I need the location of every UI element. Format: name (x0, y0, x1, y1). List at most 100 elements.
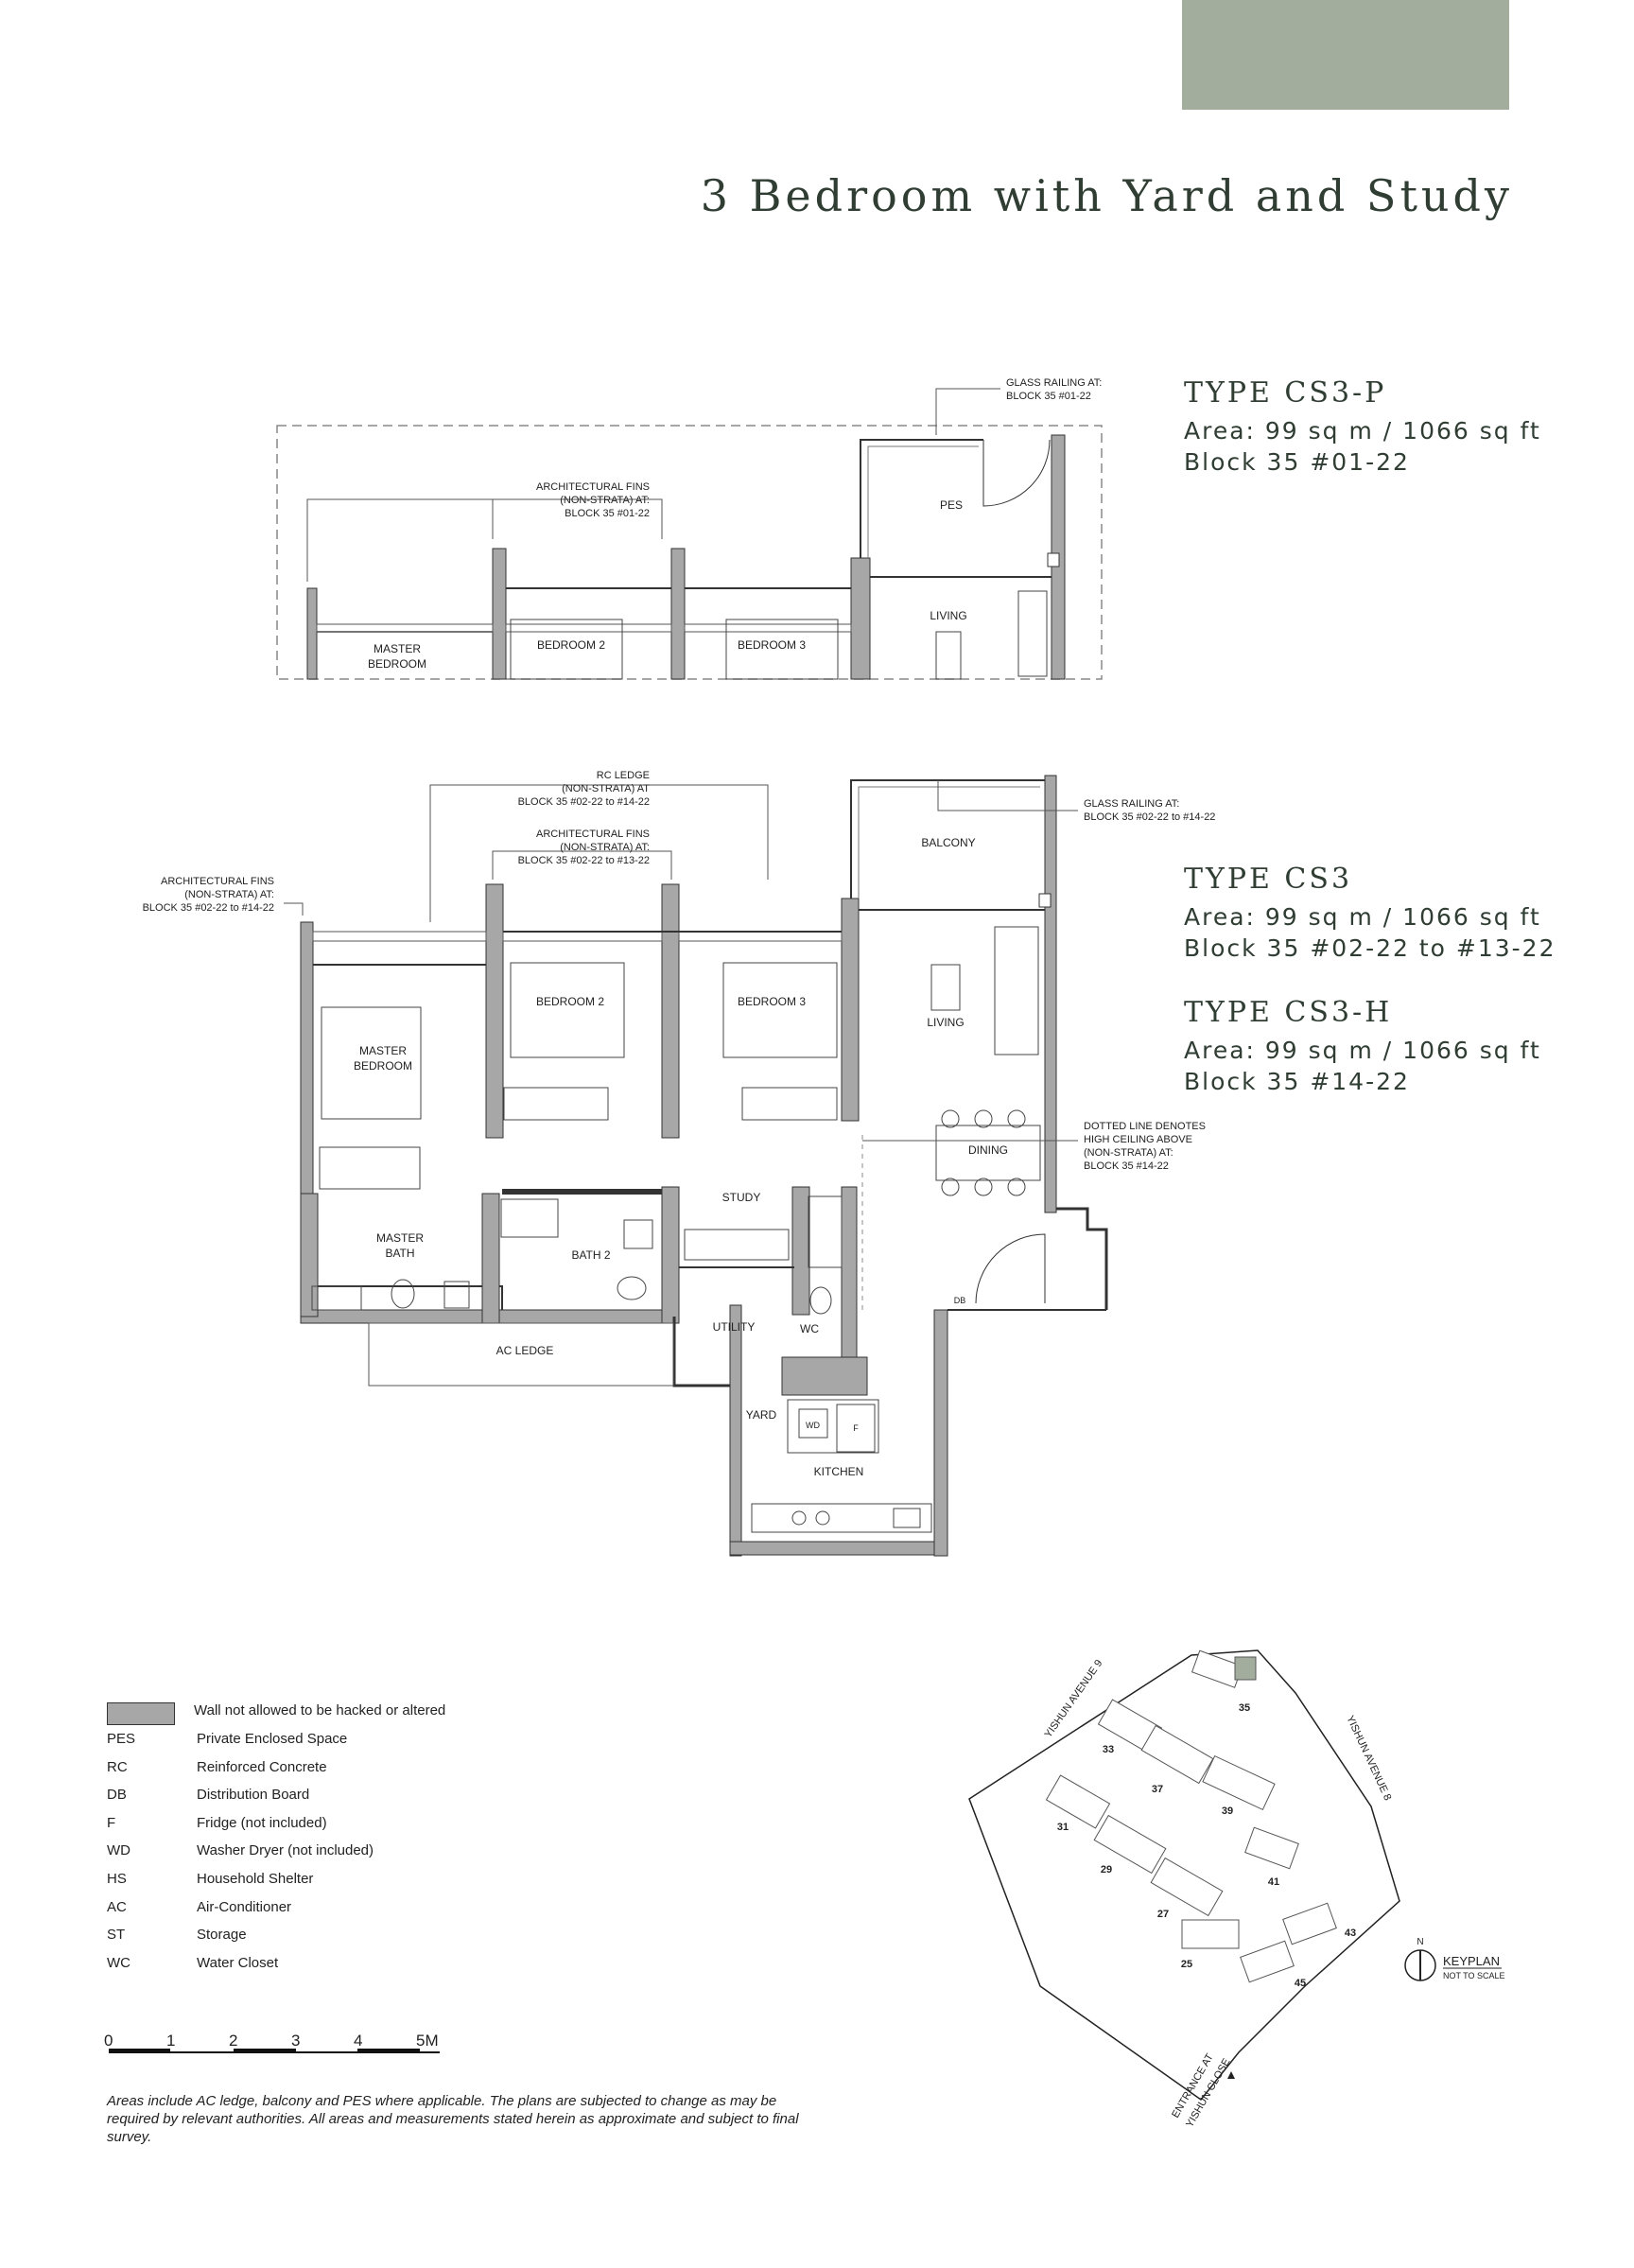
room-label-bath2: BATH 2 (571, 1248, 610, 1262)
legend-abbr: ST (107, 1927, 126, 1944)
note-arch-fins: BLOCK 35 #02-22 to #13-22 (518, 855, 650, 866)
chair (974, 1109, 993, 1128)
wall-grey (670, 548, 686, 680)
scale-label: 0 (104, 2032, 113, 2050)
room-label-master: MASTER (359, 1044, 407, 1057)
column-marker (1047, 552, 1060, 567)
bed (321, 1006, 422, 1120)
window-ledge (316, 623, 494, 633)
note-glass-railing: GLASS RAILING AT: (1006, 377, 1102, 389)
site-boundary (968, 1649, 1400, 2102)
ac-ledge-outline (368, 1322, 674, 1387)
block-label: 29 (1101, 1864, 1112, 1875)
legend-desc: Private Enclosed Space (197, 1731, 348, 1747)
room-label-wc: WC (800, 1322, 819, 1335)
note-rc-ledge: BLOCK 35 #02-22 to #14-22 (518, 796, 650, 808)
wall-grey (306, 587, 318, 680)
note-rc-ledge: (NON-STRATA) AT (562, 783, 650, 794)
label-db: DB (954, 1296, 966, 1305)
stove (791, 1510, 807, 1526)
entrance-arrow (1227, 2071, 1235, 2079)
wall-grey (492, 548, 507, 680)
room-label-balcony: BALCONY (921, 836, 975, 849)
type-area: Area: 99 sq m / 1066 sq ft (1184, 903, 1541, 931)
note-arch-fins-left: ARCHITECTURAL FINS (161, 876, 274, 887)
chair (974, 1178, 993, 1196)
room-label-living: LIVING (930, 609, 966, 622)
toilet (809, 1286, 832, 1315)
legend-abbr: F (107, 1814, 116, 1831)
type-cs3-p-info: TYPE CS3-P Area: 99 sq m / 1066 sq ft Bl… (1184, 376, 1541, 478)
road-label-ave8: YISHUN AVENUE 8 (1344, 1714, 1393, 1803)
room-label-utility: UTILITY (713, 1320, 756, 1334)
room-label-master: BEDROOM (354, 1059, 412, 1073)
wall-grey (729, 1541, 947, 1556)
block-label: 27 (1157, 1909, 1169, 1920)
block-45 (1240, 1940, 1295, 1983)
type-cs3-info: TYPE CS3 Area: 99 sq m / 1066 sq ft Bloc… (1184, 863, 1556, 964)
note-rc-ledge: RC LEDGE (597, 770, 650, 781)
shower (500, 1198, 559, 1238)
legend-swatch-wall (107, 1702, 175, 1725)
note-dotted-line: DOTTED LINE DENOTES (1084, 1121, 1206, 1132)
highlighted-unit (1234, 1656, 1257, 1681)
legend-desc: Air-Conditioner (197, 1898, 292, 1915)
legend-desc: Fridge (not included) (197, 1814, 327, 1831)
wall-line (1056, 1207, 1108, 1310)
wall-line (312, 1285, 503, 1314)
legend-swatch-label: Wall not allowed to be hacked or altered (194, 1702, 446, 1718)
note-glass-railing: BLOCK 35 #01-22 (1006, 391, 1091, 402)
chair (941, 1109, 960, 1128)
scale-segment (357, 2049, 420, 2052)
wall-grey (841, 898, 860, 1122)
block-39 (1202, 1754, 1276, 1811)
toilet (617, 1276, 647, 1300)
chair (1007, 1109, 1026, 1128)
type-name: TYPE CS3-P (1184, 376, 1387, 410)
wall-grey (933, 1309, 948, 1557)
chair (941, 1178, 960, 1196)
room-label-bedroom2: BEDROOM 2 (537, 638, 605, 652)
study-desk (684, 1229, 790, 1261)
wardrobe (741, 1087, 838, 1121)
door-swing (975, 1233, 1046, 1304)
page-title: 3 Bedroom with Yard and Study (700, 170, 1513, 221)
note-arch-fins: (NON-STRATA) AT: (560, 495, 650, 506)
leader-line (492, 850, 672, 880)
block-43 (1282, 1902, 1337, 1945)
scale-segment (109, 2049, 170, 2052)
legend-desc: Distribution Board (197, 1787, 310, 1804)
wall-grey (850, 557, 871, 680)
column-marker (1038, 893, 1052, 908)
note-arch-fins-left: BLOCK 35 #02-22 to #14-22 (143, 902, 274, 914)
block-label: 35 (1239, 1702, 1250, 1714)
block-31 (1045, 1774, 1111, 1829)
leader-line (306, 498, 663, 582)
shower (808, 1195, 843, 1268)
window-ledge (684, 623, 852, 633)
label-f: F (853, 1423, 859, 1433)
legend-abbr: PES (107, 1731, 136, 1747)
legend-desc: Storage (197, 1927, 247, 1944)
window-ledge (505, 623, 672, 633)
room-label-master-bath: MASTER (376, 1231, 424, 1245)
room-label-kitchen: KITCHEN (814, 1465, 864, 1478)
legend-desc: Household Shelter (197, 1871, 314, 1887)
block-25 (1181, 1919, 1240, 1949)
block-label: 39 (1222, 1806, 1233, 1817)
shower (311, 1285, 362, 1311)
wall-grey (481, 1193, 500, 1324)
note-glass-railing: BLOCK 35 #02-22 to #14-22 (1084, 811, 1215, 823)
basin (623, 1219, 653, 1249)
leader-line (935, 388, 1000, 435)
legend-abbr: WC (107, 1954, 130, 1971)
type-cs3-h-info: TYPE CS3-H Area: 99 sq m / 1066 sq ft Bl… (1184, 996, 1541, 1097)
block-label: 41 (1268, 1876, 1279, 1888)
note-arch-fins: ARCHITECTURAL FINS (536, 829, 650, 840)
wall-grey (781, 1356, 868, 1396)
block-label: 25 (1181, 1959, 1192, 1970)
room-label-dining: DINING (968, 1143, 1008, 1157)
bed (725, 619, 839, 680)
room-label-pes: PES (940, 498, 963, 512)
pes-door-swing (982, 439, 1051, 507)
